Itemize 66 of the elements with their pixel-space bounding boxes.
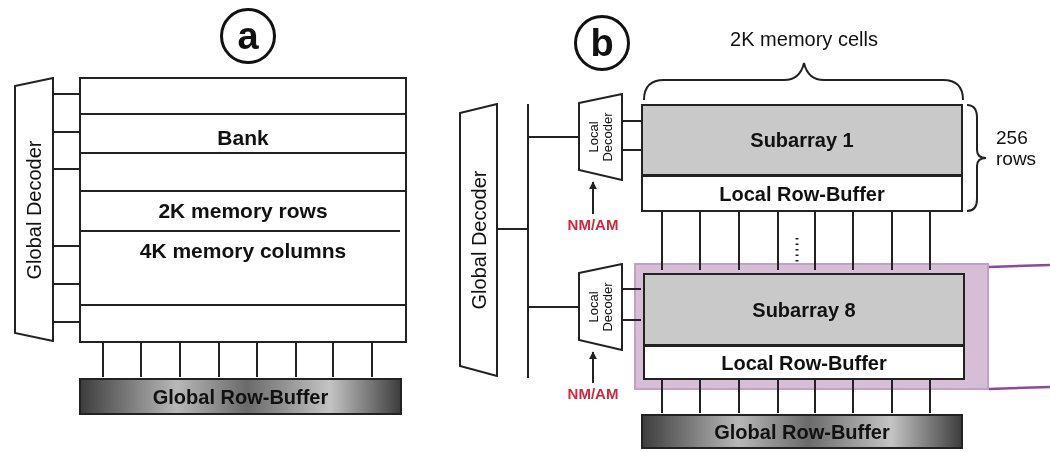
- dimension-label: 256 rows: [996, 126, 1038, 171]
- wire-line: [852, 211, 854, 271]
- wire-line: [738, 211, 740, 271]
- wire-line: [622, 319, 642, 321]
- decoder-label: Global Decoder: [23, 140, 45, 279]
- subarray-label: Subarray 8: [752, 299, 856, 320]
- wire-line: [814, 211, 816, 271]
- wire-line: [852, 377, 854, 414]
- wire-line: [891, 211, 893, 271]
- wire-line: [699, 211, 701, 271]
- wire-line: [622, 149, 642, 151]
- wire-line: [53, 93, 80, 95]
- bank-title: Bank: [216, 126, 270, 151]
- wire-line: [929, 211, 931, 271]
- wire-line: [814, 377, 816, 414]
- wire-line: [218, 342, 220, 378]
- decoder-label: Global Decoder: [468, 170, 489, 310]
- panel-label-circle: [574, 15, 630, 71]
- buffer-label: Local Row-Buffer: [719, 183, 885, 204]
- wire-line: [179, 342, 181, 378]
- wire-line: [295, 342, 297, 378]
- local-row-buffer-box: [641, 175, 963, 212]
- subarray-box: [641, 104, 963, 176]
- panel-label-circle: [220, 8, 276, 64]
- wire-line: [256, 342, 258, 378]
- wire-line: [777, 377, 779, 414]
- wire-line: [661, 211, 663, 271]
- global-row-buffer-bar: [79, 378, 402, 415]
- signal-label: NM/AM: [567, 385, 619, 401]
- wire-line: [332, 342, 334, 378]
- subarray-box: [643, 273, 965, 346]
- wire-line: [371, 342, 373, 378]
- panel-letter: a: [237, 17, 259, 55]
- buffer-label: Local Row-Buffer: [721, 352, 887, 373]
- wire-line: [102, 342, 104, 378]
- wire-line: [929, 377, 931, 414]
- wire-line: [891, 377, 893, 414]
- decoder-label: Local Decoder: [586, 281, 615, 334]
- signal-label: NM/AM: [567, 216, 619, 232]
- wire-line: [53, 283, 80, 285]
- arrow: [589, 351, 597, 384]
- wire-line: [140, 342, 142, 378]
- wire-line: [497, 228, 579, 308]
- memory-bank-box: [79, 77, 407, 343]
- column-count-text: 4K memory columns: [138, 239, 348, 264]
- wire-line: [53, 321, 80, 323]
- local-row-buffer-box: [643, 345, 965, 380]
- decoder-label: Local Decoder: [586, 111, 615, 164]
- wire-line: [53, 245, 80, 247]
- wire-line: [777, 211, 779, 271]
- wire-line: [53, 131, 80, 133]
- wire-line: [622, 288, 642, 290]
- wire-line: [661, 377, 663, 414]
- wire-line: [738, 377, 740, 414]
- global-row-buffer-bar: [641, 414, 963, 449]
- buffer-label: Global Row-Buffer: [152, 386, 329, 407]
- dimension-label: 2K memory cells: [730, 28, 878, 51]
- buffer-label: Global Row-Buffer: [714, 421, 890, 442]
- arrow: [589, 181, 597, 215]
- wire-line: [699, 377, 701, 414]
- wire-line: [53, 168, 80, 170]
- wire-line: [622, 120, 642, 122]
- subarray-label: Subarray 1: [750, 130, 854, 150]
- row-count-text: 2K memory rows: [157, 199, 329, 224]
- highlight-box: [634, 263, 989, 390]
- panel-letter: b: [590, 24, 614, 62]
